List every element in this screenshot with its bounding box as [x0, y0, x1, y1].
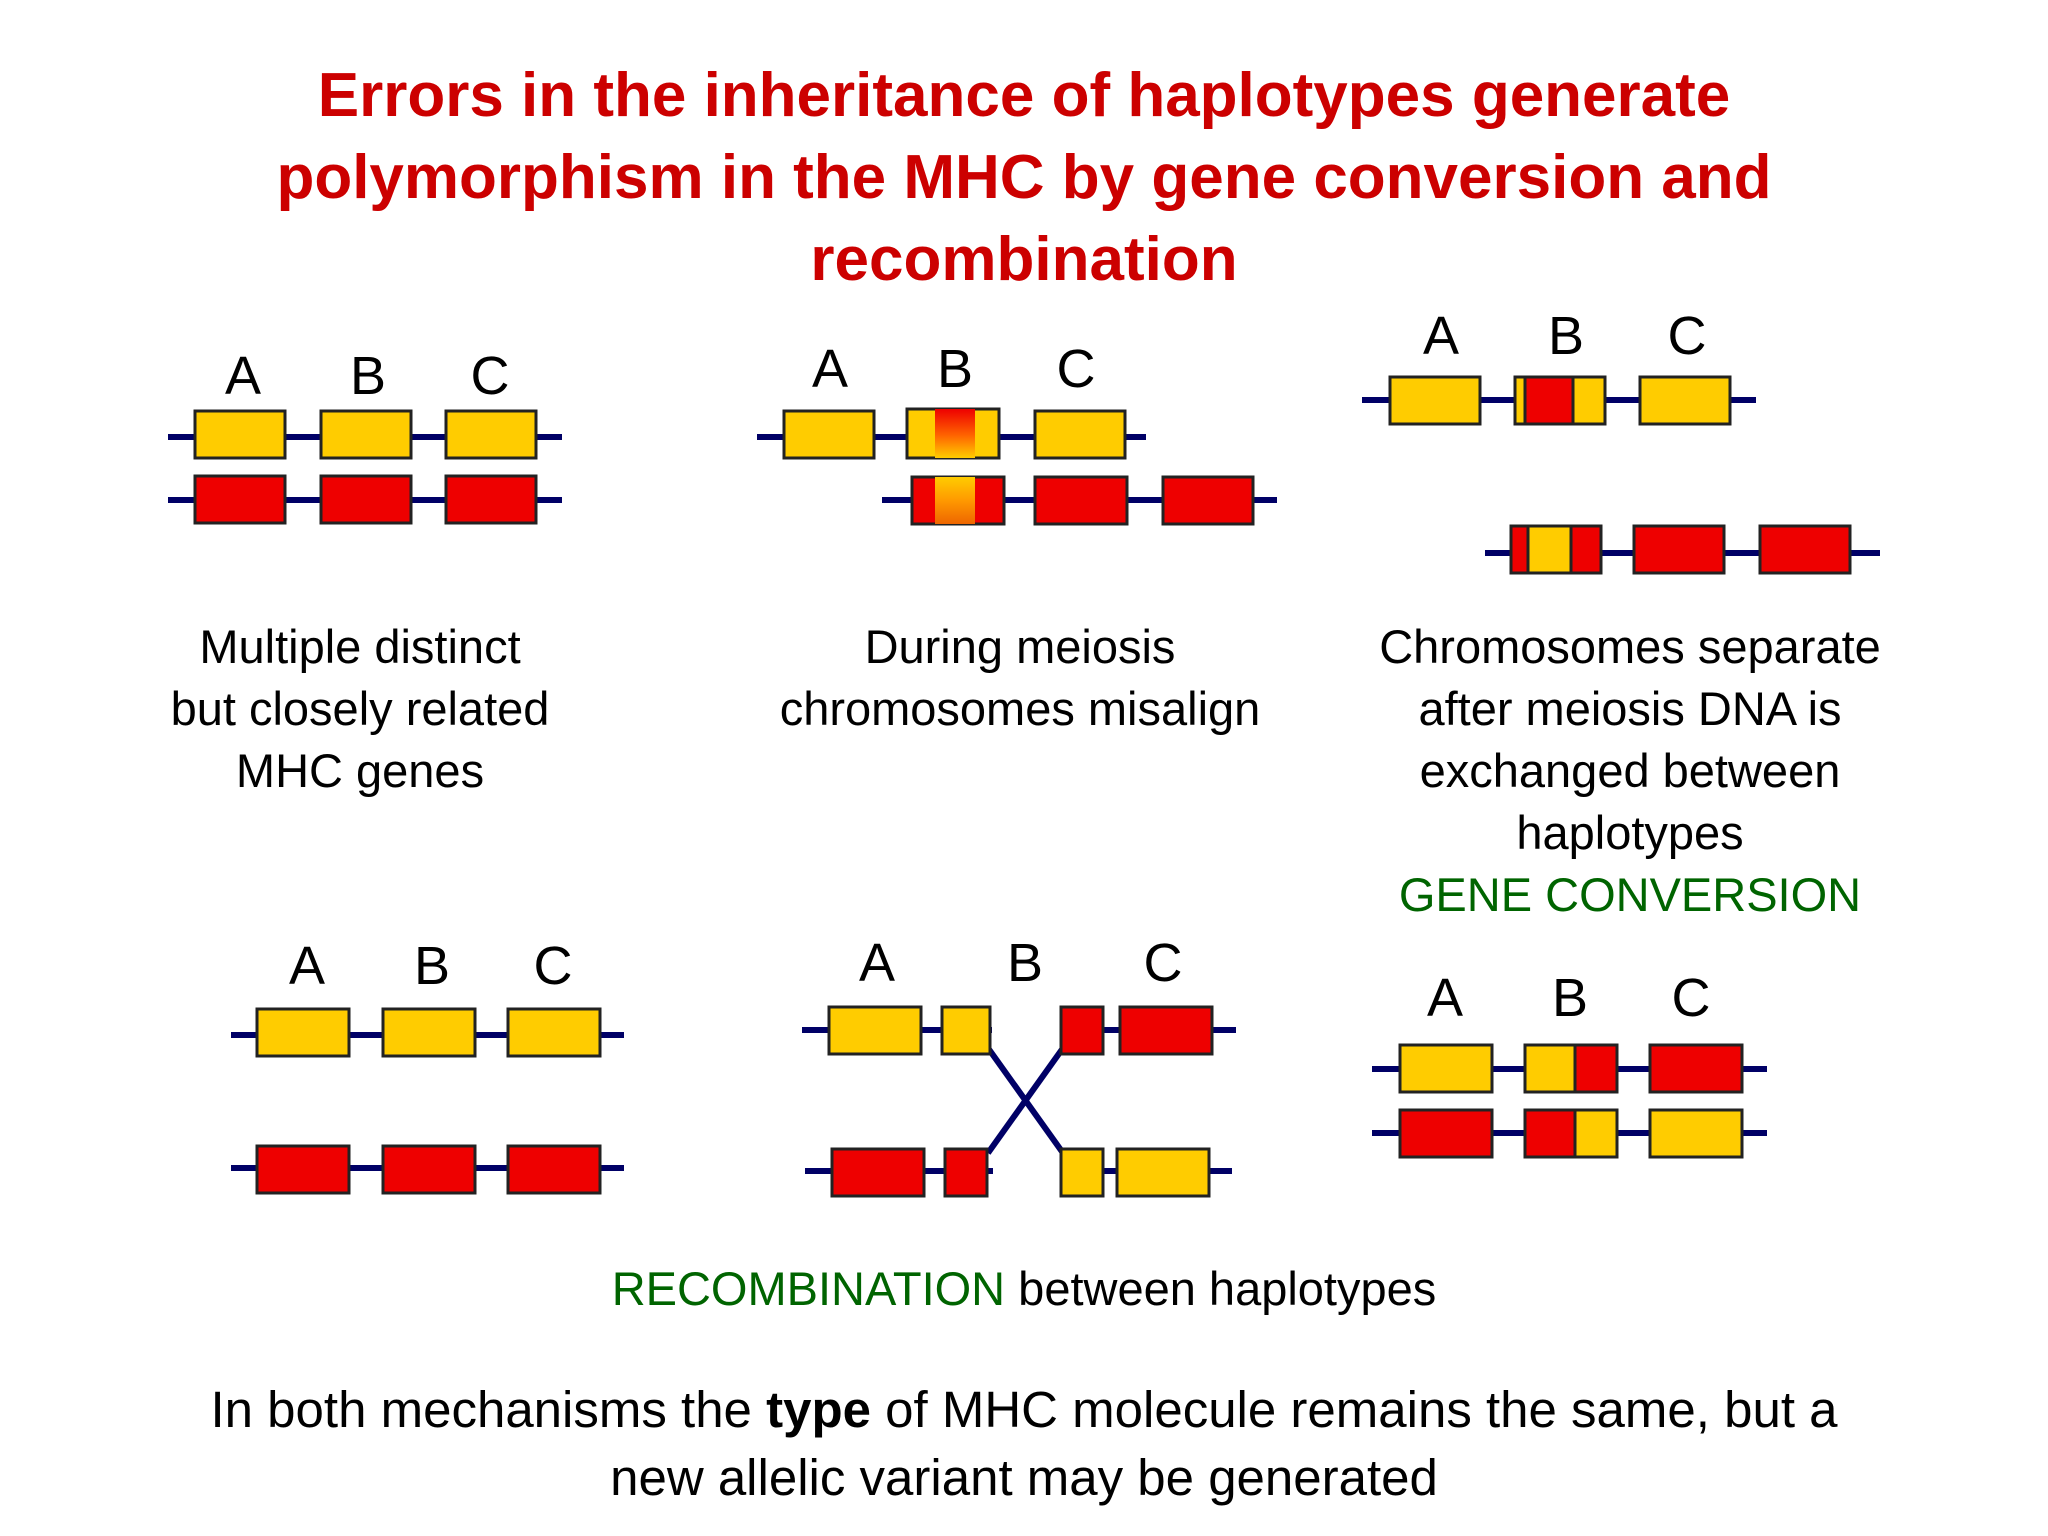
- gene-a-yellow: [782, 409, 876, 460]
- gene-a-red: [1398, 1108, 1494, 1159]
- gene-a-yellow: [255, 1007, 351, 1058]
- gene-b-red: [1632, 524, 1726, 575]
- misaligned-segment: [935, 477, 975, 524]
- footer-line-1: In both mechanisms the type of MHC molec…: [0, 1376, 2048, 1444]
- caption-line: haplotypes: [1516, 806, 1744, 859]
- caption-panel-1: Multiple distinct but closely related MH…: [110, 616, 610, 802]
- gene-b-yellow: [319, 409, 413, 460]
- recombinant-segment-red: [1573, 1043, 1619, 1094]
- converted-segment-red: [1523, 375, 1575, 426]
- recombinant-segment-yellow: [1573, 1108, 1619, 1159]
- caption-line: after meiosis DNA is: [1418, 682, 1842, 735]
- gene-label-b: B: [1548, 306, 1584, 366]
- gene-c-yellow: [1033, 409, 1127, 460]
- converted-segment-yellow: [1526, 524, 1573, 575]
- gene-label-a: A: [225, 346, 261, 406]
- title-line-3: recombination: [810, 225, 1238, 294]
- gene-c-yellow: [444, 409, 538, 460]
- footer-text: of MHC molecule remains the same, but a: [870, 1381, 1838, 1438]
- gene-label-a: A: [859, 933, 895, 993]
- gene-label-c: C: [1144, 933, 1183, 993]
- gene-c-red: [1161, 475, 1255, 526]
- gene-c-red: [1758, 524, 1852, 575]
- gene-label-a: A: [289, 936, 325, 996]
- gene-label-a: A: [1423, 306, 1459, 366]
- gene-label-b: B: [1552, 968, 1588, 1028]
- gene-b-red-half: [1059, 1005, 1105, 1056]
- gene-c-yellow: [1648, 1108, 1744, 1159]
- title-line-1: Errors in the inheritance of haplotypes …: [317, 61, 1731, 130]
- gene-b-yellow-half: [940, 1005, 992, 1056]
- recombination-label: RECOMBINATION: [611, 1262, 1006, 1315]
- footer-text: In both mechanisms the: [210, 1381, 767, 1438]
- gene-a-red: [830, 1147, 926, 1198]
- gene-c-yellow: [506, 1007, 602, 1058]
- footer-line-2: new allelic variant may be generated: [610, 1449, 1438, 1506]
- caption-line: Chromosomes separate: [1379, 620, 1881, 673]
- recombination-caption: RECOMBINATION between haplotypes: [0, 1258, 2048, 1320]
- gene-c-yellow: [1638, 375, 1732, 426]
- crossover-line: [985, 1046, 1066, 1155]
- gene-label-c: C: [1668, 306, 1707, 366]
- gene-label-c: C: [471, 346, 510, 406]
- gene-conversion-label: GENE CONVERSION: [1398, 868, 1862, 921]
- gene-a-yellow: [1398, 1043, 1494, 1094]
- gene-c-red: [506, 1144, 602, 1195]
- caption-line: Multiple distinct: [199, 620, 521, 673]
- gene-a-yellow: [193, 409, 287, 460]
- gene-label-b: B: [350, 346, 386, 406]
- gene-b-yellow-half: [1059, 1147, 1105, 1198]
- caption-line: MHC genes: [235, 744, 485, 797]
- caption-panel-2: During meiosis chromosomes misalign: [720, 616, 1320, 740]
- footer-bold-word: type: [766, 1381, 871, 1438]
- gene-b-red-half: [943, 1147, 989, 1198]
- gene-a-yellow: [1388, 375, 1482, 426]
- gene-b-red: [1033, 475, 1129, 526]
- gene-c-red: [1648, 1043, 1744, 1094]
- caption-line: but closely related: [170, 682, 550, 735]
- gene-c-yellow: [1115, 1147, 1211, 1198]
- gene-label-b: B: [1007, 933, 1043, 993]
- gene-c-red: [444, 474, 538, 525]
- caption-line: chromosomes misalign: [779, 682, 1261, 735]
- gene-label-c: C: [1057, 339, 1096, 399]
- gene-label-c: C: [534, 936, 573, 996]
- gene-boxes: [193, 375, 1852, 1198]
- gene-label-a: A: [1427, 968, 1463, 1028]
- misaligned-segment: [935, 409, 975, 458]
- caption-line: During meiosis: [864, 620, 1176, 673]
- gene-b-yellow: [381, 1007, 477, 1058]
- gene-c-red: [1118, 1005, 1214, 1056]
- caption-panel-3: Chromosomes separate after meiosis DNA i…: [1330, 616, 1930, 926]
- gene-a-red: [193, 474, 287, 525]
- gene-b-red: [319, 474, 413, 525]
- gene-labels: A B C A B C A B C A B C A B C A B C: [225, 306, 1711, 1028]
- gene-label-c: C: [1672, 968, 1711, 1028]
- gene-label-b: B: [937, 339, 973, 399]
- gene-label-b: B: [414, 936, 450, 996]
- gene-a-red: [255, 1144, 351, 1195]
- recombination-rest: between haplotypes: [1005, 1262, 1437, 1315]
- title-line-2: polymorphism in the MHC by gene conversi…: [276, 143, 1772, 212]
- caption-line: exchanged between: [1419, 744, 1841, 797]
- gene-label-a: A: [812, 339, 848, 399]
- gene-a-yellow: [827, 1005, 923, 1056]
- gene-b-red: [381, 1144, 477, 1195]
